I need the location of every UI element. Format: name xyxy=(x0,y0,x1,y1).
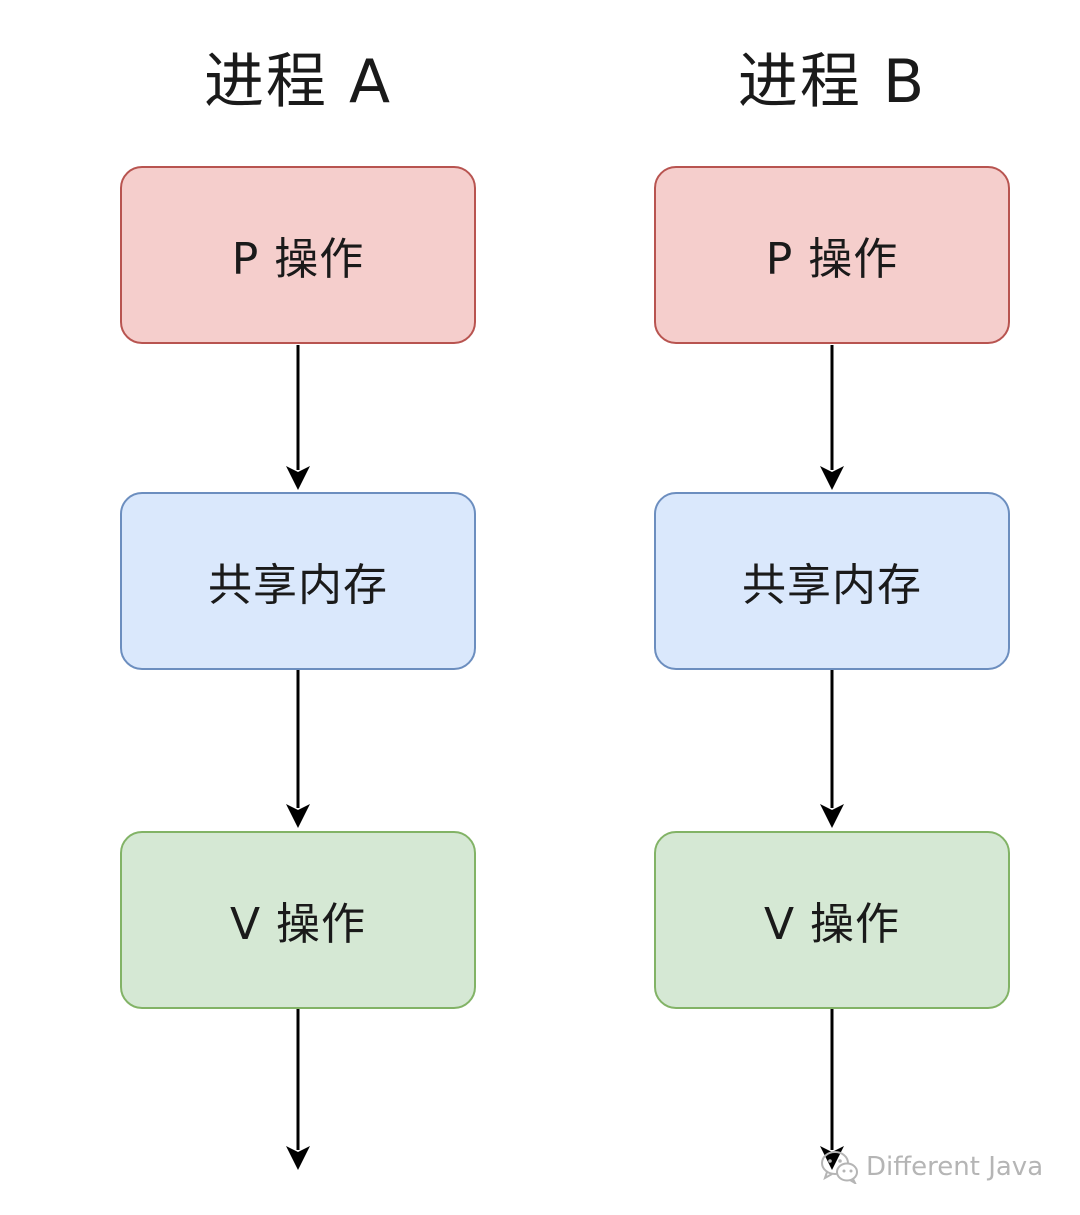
process-b-v-operation-label: V 操作 xyxy=(763,899,901,950)
process-a-v-operation-label: V 操作 xyxy=(229,899,367,950)
watermark: Different Java xyxy=(820,1150,1043,1184)
process-a-p-operation-node: P 操作 xyxy=(120,166,476,344)
process-a-shared-memory-node: 共享内存 xyxy=(120,492,476,670)
watermark-text: Different Java xyxy=(866,1152,1044,1182)
process-b-arrows xyxy=(820,345,844,1170)
wechat-icon xyxy=(820,1150,860,1184)
process-a-p-operation-label: P 操作 xyxy=(231,234,365,285)
process-b-p-operation-label: P 操作 xyxy=(765,234,899,285)
process-a-v-operation-node: V 操作 xyxy=(120,831,476,1009)
process-b-p-operation-node: P 操作 xyxy=(654,166,1010,344)
process-a-title: 进程 A xyxy=(203,47,393,117)
process-b-shared-memory-label: 共享内存 xyxy=(742,560,922,611)
process-a-shared-memory-label: 共享内存 xyxy=(208,560,388,611)
process-b-v-operation-node: V 操作 xyxy=(654,831,1010,1009)
process-a-arrows xyxy=(286,345,310,1170)
process-b-title: 进程 B xyxy=(737,47,927,117)
process-b-shared-memory-node: 共享内存 xyxy=(654,492,1010,670)
